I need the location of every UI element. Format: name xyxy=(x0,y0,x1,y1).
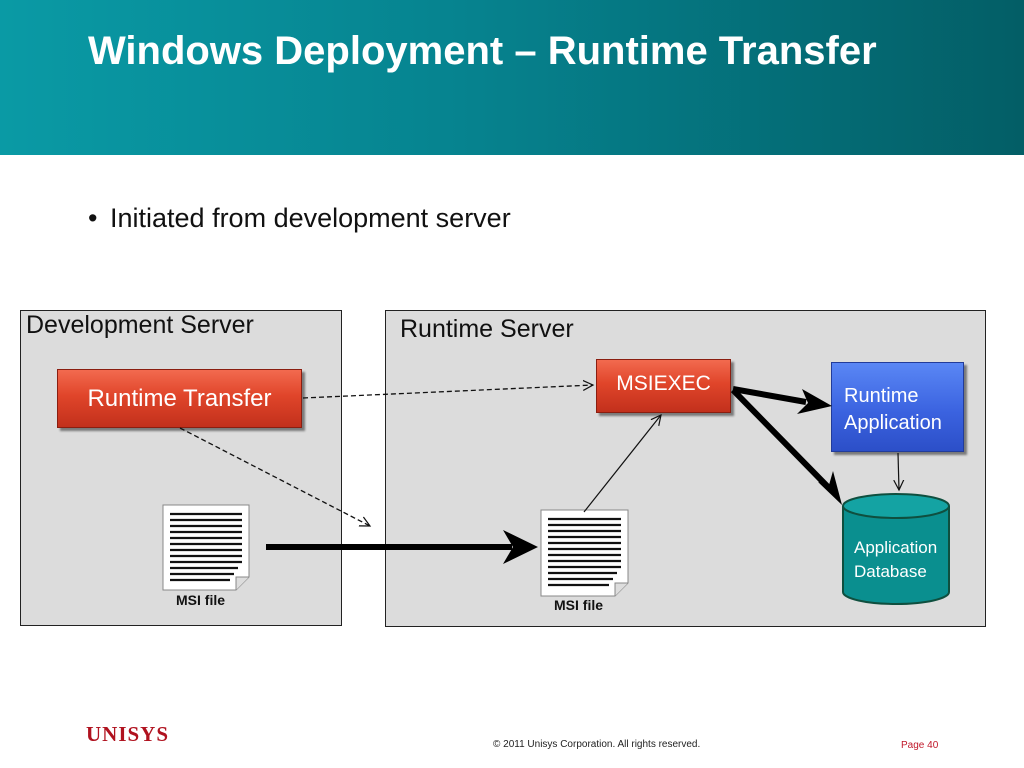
msi-copy-arrow xyxy=(266,530,538,564)
msi-file-label-dev: MSI file xyxy=(176,592,226,608)
bullet-icon: • xyxy=(88,203,98,233)
title-banner xyxy=(0,0,1024,155)
runtime-application-node: Runtime Application xyxy=(831,362,964,452)
msi-file-label-runtime: MSI file xyxy=(554,597,604,613)
bullet-text: Initiated from development server xyxy=(110,203,511,233)
application-to-database-arrow xyxy=(898,452,899,490)
transfer-to-msiexec-arrow xyxy=(302,385,593,399)
slide-title: Windows Deployment – Runtime Transfer xyxy=(88,29,877,73)
msiexec-node: MSIEXEC xyxy=(596,359,731,413)
runtime-application-line-1: Runtime xyxy=(844,385,919,407)
runtime-server-label: Runtime Server xyxy=(400,315,574,343)
page-number: Page 40 xyxy=(901,740,939,751)
unisys-logo: UNISYS xyxy=(86,722,170,746)
application-database-label: Application Database xyxy=(854,536,937,584)
database-label-line-2: Database xyxy=(854,562,927,581)
database-label-line-1: Application xyxy=(854,538,938,557)
application-database-node xyxy=(842,493,950,605)
msi-file-icon-dev xyxy=(162,504,250,591)
runtime-transfer-node: Runtime Transfer xyxy=(57,369,302,428)
msiexec-to-database-arrow xyxy=(730,387,842,505)
transfer-to-runtime-arrow xyxy=(179,427,370,526)
msi-file-icon-runtime xyxy=(540,509,629,597)
msi-to-msiexec-arrow xyxy=(583,415,661,513)
development-server-label: Development Server xyxy=(26,311,254,339)
runtime-application-line-2: Application xyxy=(844,412,942,434)
copyright-text: © 2011 Unisys Corporation. All rights re… xyxy=(493,739,701,750)
bullet-item: • Initiated from development server xyxy=(88,203,511,234)
msiexec-to-application-arrow xyxy=(732,386,832,414)
